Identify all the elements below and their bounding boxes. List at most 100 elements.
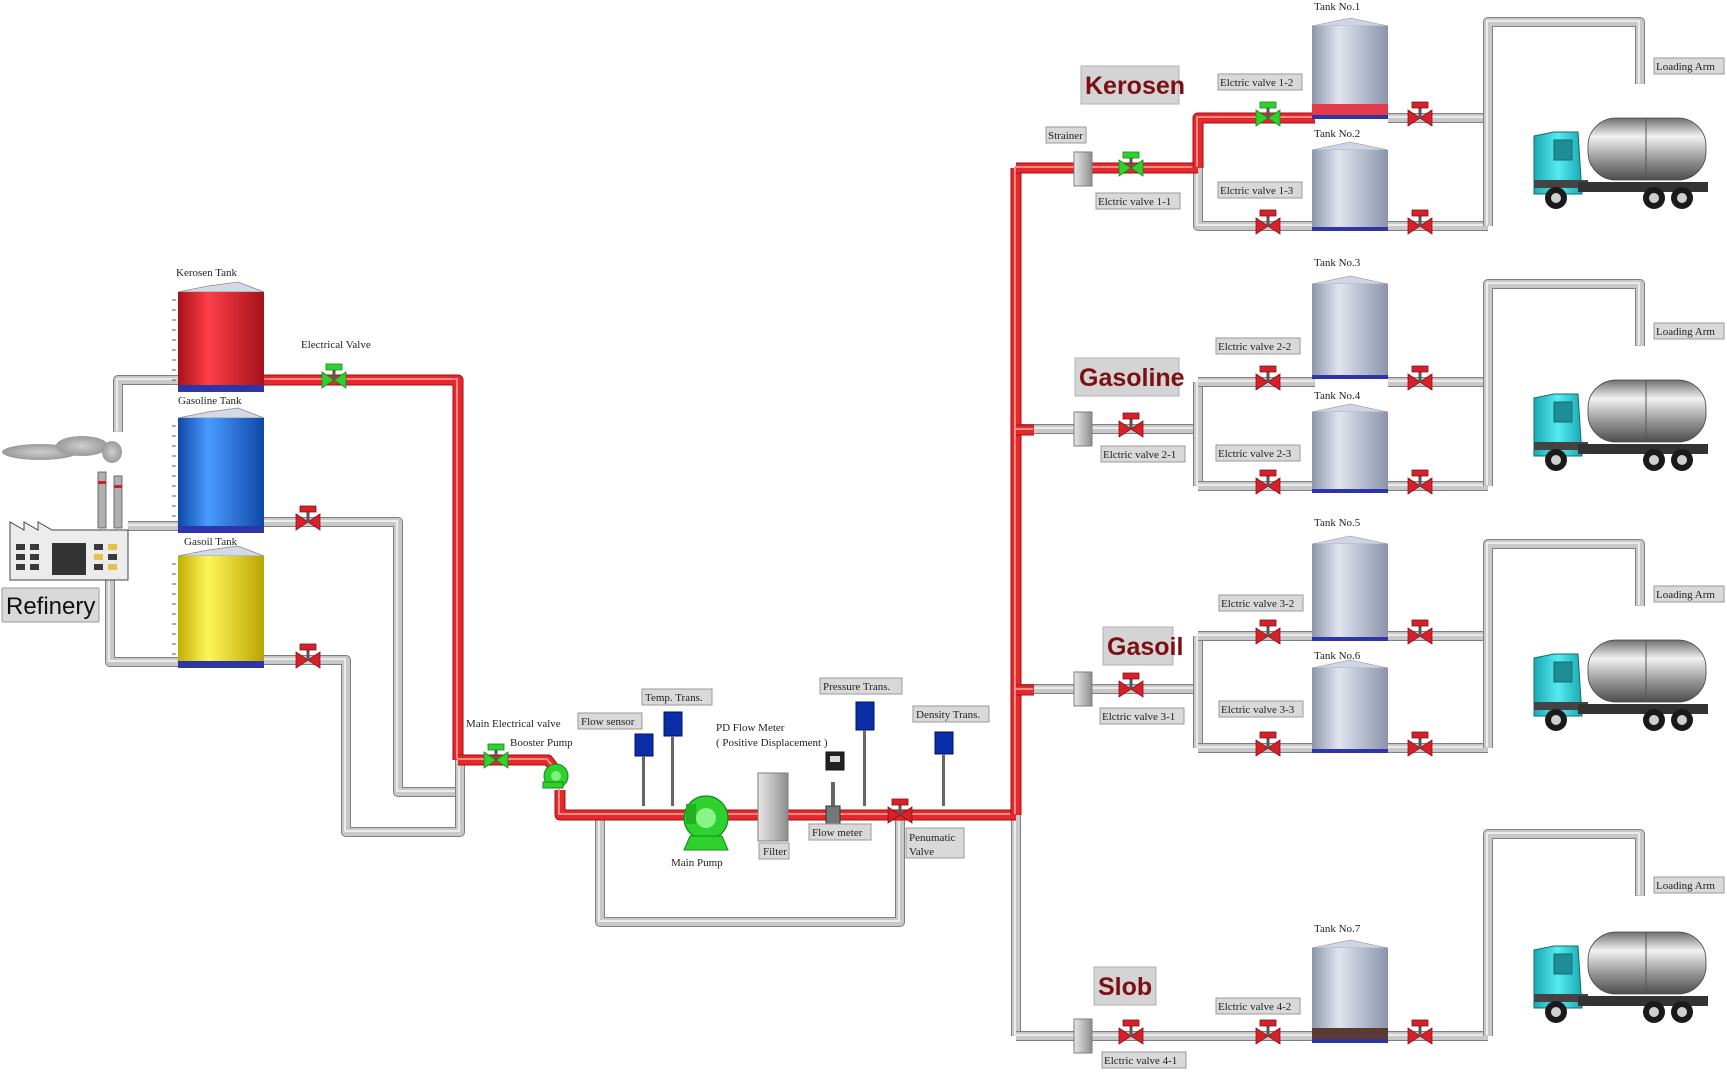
valve-2-2-label-box — [1215, 337, 1301, 355]
kerosen-branch — [1015, 162, 1198, 174]
pd-flow-meter[interactable] — [825, 751, 845, 829]
valve-3-2-label: Elctric valve 3-2 — [1221, 598, 1294, 610]
valve-2-1[interactable] — [1118, 412, 1144, 438]
valve-1-1[interactable] — [1118, 151, 1144, 177]
product-label: Kerosen — [1085, 72, 1185, 100]
strainer-slob[interactable] — [1073, 1018, 1093, 1054]
product-label-box — [1093, 966, 1157, 1006]
valve-4-1-label: Elctric valve 4-1 — [1104, 1055, 1177, 1067]
flow-meter-label-box — [808, 823, 872, 841]
gasoline-stub — [1015, 424, 1034, 436]
valve-3-2[interactable] — [1255, 619, 1281, 645]
valve-2-3-label-box — [1215, 444, 1301, 462]
density-trans-label: Density Trans. — [916, 709, 980, 721]
refinery-label-box — [1, 587, 100, 623]
product-label-box — [1102, 626, 1174, 666]
tanker-truck[interactable] — [1533, 931, 1708, 1023]
strainer-label: Strainer — [1048, 130, 1083, 142]
loading-arm-label-box — [1653, 322, 1725, 340]
main-pump[interactable] — [683, 795, 729, 851]
storage-tank-7[interactable] — [1311, 939, 1389, 1043]
storage-tank-2[interactable] — [1311, 141, 1389, 231]
tank-outlet-valve[interactable] — [1407, 1019, 1433, 1045]
tanker-truck[interactable] — [1533, 117, 1708, 209]
penumatic-valve[interactable] — [887, 798, 913, 824]
valve-3-1-label-box — [1099, 707, 1185, 725]
loading-arm-label-box — [1653, 585, 1725, 603]
tanker-truck[interactable] — [1533, 379, 1708, 471]
temp-trans-label-box — [641, 688, 713, 706]
main-electrical-valve-label: Main Electrical valve — [466, 718, 561, 730]
temp-trans-label: Temp. Trans. — [645, 692, 703, 704]
pressure-trans-instrument[interactable] — [855, 701, 875, 806]
penumatic-valve-label: Penumatic — [909, 832, 956, 844]
storage-tank-3[interactable] — [1311, 275, 1389, 379]
tank-outlet-valve[interactable] — [1407, 731, 1433, 757]
valve-1-1-label-box — [1095, 192, 1181, 210]
gasoline-tank[interactable] — [172, 407, 265, 533]
valve-4-2-label: Elctric valve 4-2 — [1218, 1001, 1291, 1013]
gasoline-outlet-valve[interactable] — [295, 505, 321, 531]
valve-4-1[interactable] — [1118, 1019, 1144, 1045]
loading-arm-pipe-1 — [1483, 17, 1645, 226]
valve-4-1-label-box — [1101, 1051, 1187, 1069]
valve-4-2-label-box — [1215, 997, 1301, 1015]
riser-main — [1010, 167, 1022, 815]
product-label: Slob — [1098, 973, 1152, 1001]
valve-2-3[interactable] — [1255, 469, 1281, 495]
temp-trans-instrument[interactable] — [663, 711, 683, 806]
penumatic-valve-sublabel: Valve — [909, 846, 934, 858]
filter[interactable] — [757, 772, 789, 842]
tank-outlet-pipe — [1387, 743, 1488, 753]
tanker-truck[interactable] — [1533, 639, 1708, 731]
gasoline-branch — [1015, 424, 1198, 434]
valve-2-2[interactable] — [1255, 365, 1281, 391]
valve-1-2-label: Elctric valve 1-2 — [1220, 77, 1293, 89]
flow-sensor-instrument[interactable] — [634, 733, 654, 806]
valve-4-2[interactable] — [1255, 1019, 1281, 1045]
refinery-icon — [2, 436, 129, 581]
strainer-gasoil[interactable] — [1073, 671, 1093, 707]
tank-outlet-valve[interactable] — [1407, 469, 1433, 495]
flow-sensor-label: Flow sensor — [581, 716, 635, 728]
storage-tank-6[interactable] — [1311, 659, 1389, 753]
valve-2-3-label: Elctric valve 2-3 — [1218, 448, 1292, 460]
gasoil-stub — [1015, 684, 1034, 696]
tank-outlet-valve[interactable] — [1407, 209, 1433, 235]
booster-pump[interactable] — [542, 763, 569, 789]
penumatic-valve-label-box — [905, 827, 965, 859]
valve-1-3[interactable] — [1255, 209, 1281, 235]
main-electrical-valve[interactable] — [483, 743, 509, 769]
strainer-gasoline[interactable] — [1073, 411, 1093, 447]
refinery-to-gasoline-pipe — [127, 521, 178, 531]
kerosen-tank[interactable] — [172, 281, 265, 392]
valve-3-3[interactable] — [1255, 731, 1281, 757]
tank-outlet-pipe — [1387, 481, 1488, 491]
loading-arm-label-box — [1653, 57, 1725, 75]
gasoline-distribution — [1193, 381, 1203, 486]
valve-1-2[interactable] — [1255, 101, 1281, 127]
electrical-valve-label: Electrical Valve — [301, 339, 371, 351]
tank-outlet-pipe — [1387, 221, 1488, 231]
tank-outlet-valve[interactable] — [1407, 365, 1433, 391]
valve-1-3-label-box — [1217, 181, 1303, 199]
valve-3-1[interactable] — [1118, 672, 1144, 698]
pump-discharge-pipe — [554, 789, 1016, 821]
tank-outlet-valve[interactable] — [1407, 101, 1433, 127]
strainer-kerosen[interactable] — [1073, 151, 1093, 187]
storage-tank-4[interactable] — [1311, 403, 1389, 493]
loading-arm-label: Loading Arm — [1656, 326, 1715, 338]
valve-2-1-label-box — [1100, 445, 1186, 463]
gasoil-tank[interactable] — [172, 545, 265, 668]
flow-meter-label: Flow meter — [812, 827, 863, 839]
storage-tank-label: Tank No.1 — [1314, 1, 1360, 13]
storage-tank-5[interactable] — [1311, 535, 1389, 641]
kerosen-tank-label: Kerosen Tank — [176, 267, 238, 279]
storage-tank-1[interactable] — [1311, 17, 1389, 119]
storage-tank-label: Tank No.3 — [1314, 257, 1361, 269]
electrical-valve[interactable] — [321, 363, 347, 389]
density-trans-instrument[interactable] — [934, 731, 954, 806]
filter-label: Filter — [763, 846, 787, 858]
gasoil-outlet-valve[interactable] — [295, 643, 321, 669]
tank-outlet-valve[interactable] — [1407, 619, 1433, 645]
